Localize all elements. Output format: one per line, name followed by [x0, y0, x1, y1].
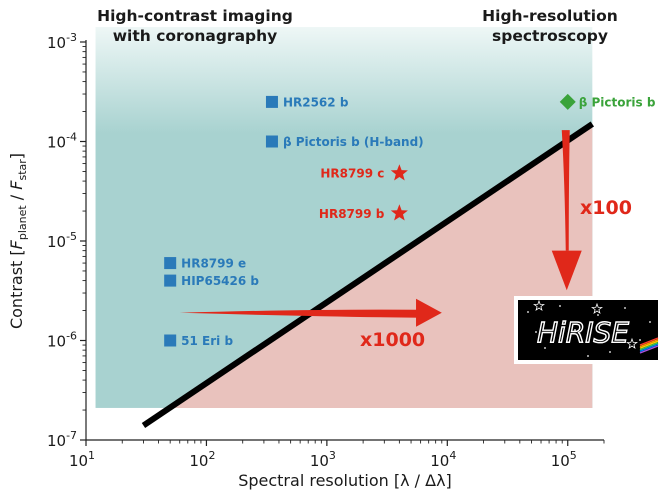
- hirise-logo: HiRISE: [514, 296, 662, 364]
- logo-star-icon: [533, 299, 545, 311]
- x-tick-label: 105: [551, 449, 577, 470]
- planet-label: HIP65426 b: [181, 274, 259, 288]
- planet-marker-star: [390, 164, 408, 181]
- marks-layer: HR2562 b β Pictoris b (H-band) HR8799 e HIP…: [164, 93, 656, 348]
- logo-star-dot: [574, 329, 576, 331]
- factor-x1000-label: x1000: [360, 329, 425, 351]
- x-tick-label: 104: [430, 449, 456, 470]
- logo-star-dot: [649, 321, 651, 323]
- logo-rainbow-stripe: [639, 345, 659, 354]
- planet-marker-square: [265, 95, 278, 108]
- planet-label: HR8799 e: [181, 257, 246, 271]
- annotations-layer: x100 x1000 HiRISE: [179, 130, 662, 364]
- planet-marker-square: [164, 274, 177, 287]
- axes-layer: 101 102 103 104 105 10-7 10-6 10-5 10-4 10-3Spect…: [7, 31, 605, 490]
- y-tick-label: 10-4: [47, 131, 77, 152]
- region-title-spectroscopy-line2: spectroscopy: [492, 27, 608, 45]
- y-axis-label: Contrast [Fplanet / Fstar]: [7, 153, 29, 329]
- planet-label: HR2562 b: [283, 95, 349, 109]
- logo-wordmark: HiRISE: [537, 316, 629, 349]
- y-tick-label: 10-6: [47, 330, 77, 351]
- boundary-line: [141, 121, 595, 428]
- logo-star-icon: [591, 302, 603, 314]
- planet-marker-square: [164, 257, 177, 270]
- logo-rainbow-stripe: [639, 338, 659, 348]
- logo-star-dot: [559, 305, 561, 307]
- planet-marker-diamond: [559, 93, 576, 110]
- logo-star-dot: [609, 351, 611, 353]
- planet-label: HR8799 c: [320, 167, 384, 181]
- planet-label: β Pictoris b (H-band): [283, 135, 424, 149]
- region-title-imaging: High-contrast imaging with coronagraphy: [60, 6, 330, 46]
- logo-star-dot: [587, 355, 589, 357]
- right-arrow-shaft: [179, 309, 421, 318]
- logo-star-dot: [535, 331, 537, 333]
- logo-rainbow-stripe: [639, 337, 659, 346]
- logo-star-dot: [624, 307, 626, 309]
- planet-marker-square: [164, 334, 177, 347]
- y-tick-label: 10-3: [47, 31, 77, 52]
- down-arrow-shaft: [561, 130, 570, 251]
- planet-label: 51 Eri b: [181, 334, 233, 348]
- logo-star-dot: [544, 347, 546, 349]
- logo-star-dot: [527, 311, 529, 313]
- region-title-imaging-line2: with coronagraphy: [112, 27, 278, 45]
- y-tick-label: 10-5: [47, 230, 77, 251]
- down-arrow-head: [551, 250, 582, 291]
- x-tick-label: 103: [310, 449, 336, 470]
- regions-layer: [95, 27, 595, 428]
- planet-marker-star: [390, 204, 408, 221]
- y-tick-label: 10-7: [47, 429, 77, 450]
- logo-rainbow-stripe: [639, 342, 659, 351]
- planet-label: HR8799 b: [319, 207, 385, 221]
- logo-rainbow-stripe: [639, 343, 659, 353]
- region-title-imaging-line1: High-contrast imaging: [97, 7, 293, 25]
- factor-x100-label: x100: [580, 197, 632, 219]
- x-axis-label: Spectral resolution [λ / Δλ]: [238, 471, 452, 490]
- region-title-spectroscopy-line1: High-resolution: [482, 7, 618, 25]
- logo-rainbow-stripe: [639, 340, 659, 349]
- region-title-spectroscopy: High-resolution spectroscopy: [470, 6, 630, 46]
- right-arrow-head: [416, 298, 442, 327]
- logo-star-dot: [597, 314, 599, 316]
- planet-label: β Pictoris b: [579, 95, 656, 109]
- logo-star-icon: [626, 337, 638, 349]
- x-tick-label: 102: [189, 449, 215, 470]
- logo-star-dot: [639, 339, 641, 341]
- planet-marker-square: [265, 135, 278, 148]
- x-tick-label: 101: [69, 449, 95, 470]
